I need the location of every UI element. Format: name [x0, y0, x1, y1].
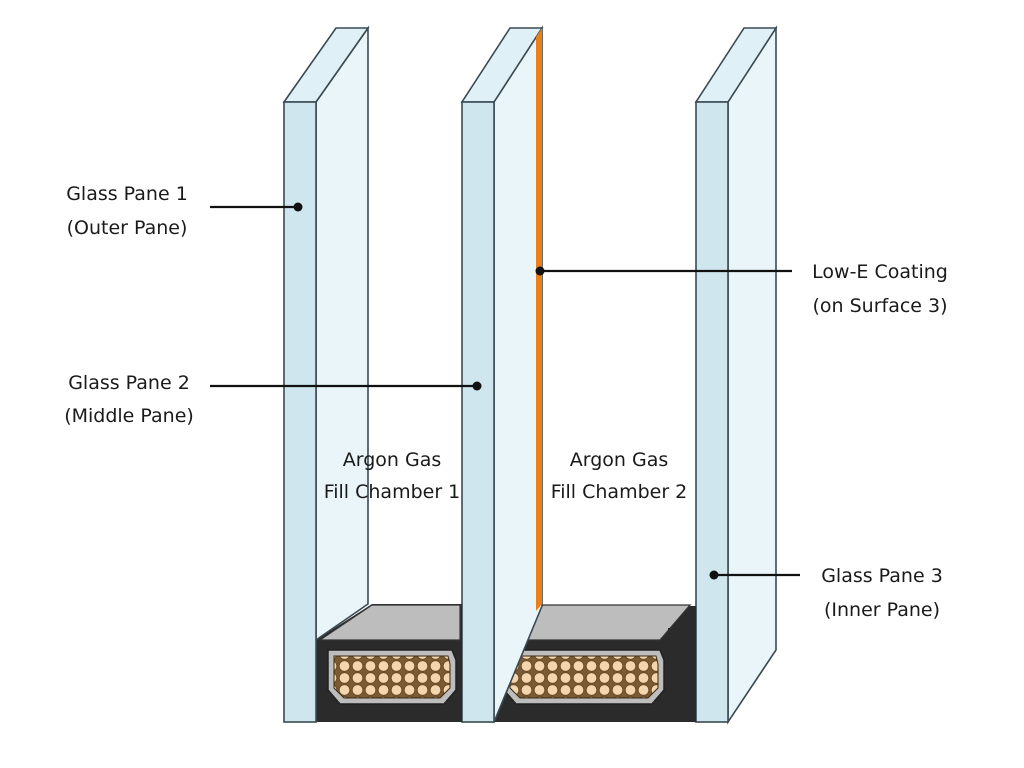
pane2-side-face	[493, 25, 543, 723]
label-pane1: Glass Pane 1 (Outer Pane)	[66, 183, 188, 239]
label-lowe-line1: Low-E Coating	[812, 261, 948, 283]
leader-lines	[210, 202, 800, 580]
glass-pane-2	[460, 25, 544, 723]
spacer-bar-2	[494, 604, 696, 722]
label-chamber1-line1: Argon Gas	[343, 449, 442, 471]
label-pane1-line2: (Outer Pane)	[67, 217, 188, 239]
label-chamber1: Argon Gas Fill Chamber 1	[324, 449, 461, 503]
spacer-bar-1	[316, 604, 462, 722]
pane3-front-face	[695, 101, 729, 723]
glass-pane-1	[282, 25, 370, 723]
label-pane3: Glass Pane 3 (Inner Pane)	[821, 565, 943, 621]
label-chamber2-line2: Fill Chamber 2	[551, 481, 688, 503]
label-pane2: Glass Pane 2 (Middle Pane)	[64, 372, 194, 427]
desiccant-2	[509, 655, 659, 699]
label-pane2-line1: Glass Pane 2	[68, 372, 190, 394]
pane2-front-face	[461, 101, 495, 723]
label-pane3-line1: Glass Pane 3	[821, 565, 943, 587]
label-chamber1-line2: Fill Chamber 1	[324, 481, 461, 503]
leader-lowe-dot	[535, 266, 545, 276]
pane1-side-face	[315, 25, 369, 642]
label-lowe: Low-E Coating (on Surface 3)	[812, 261, 948, 317]
label-chamber2-line1: Argon Gas	[570, 449, 669, 471]
label-lowe-line2: (on Surface 3)	[812, 295, 947, 317]
label-pane3-line2: (Inner Pane)	[824, 599, 940, 621]
label-pane1-line1: Glass Pane 1	[66, 183, 188, 205]
pane3-side-face	[727, 25, 777, 725]
label-chamber2: Argon Gas Fill Chamber 2	[551, 449, 688, 503]
leader-pane1-dot	[293, 202, 303, 212]
low-e-coating	[536, 28, 542, 611]
glass-pane-3	[694, 25, 778, 725]
pane1-front-face	[283, 101, 317, 723]
leader-pane2-dot	[472, 381, 482, 391]
desiccant-1	[333, 655, 451, 699]
label-pane2-line2: (Middle Pane)	[64, 405, 194, 427]
leader-pane3-dot	[709, 570, 719, 580]
